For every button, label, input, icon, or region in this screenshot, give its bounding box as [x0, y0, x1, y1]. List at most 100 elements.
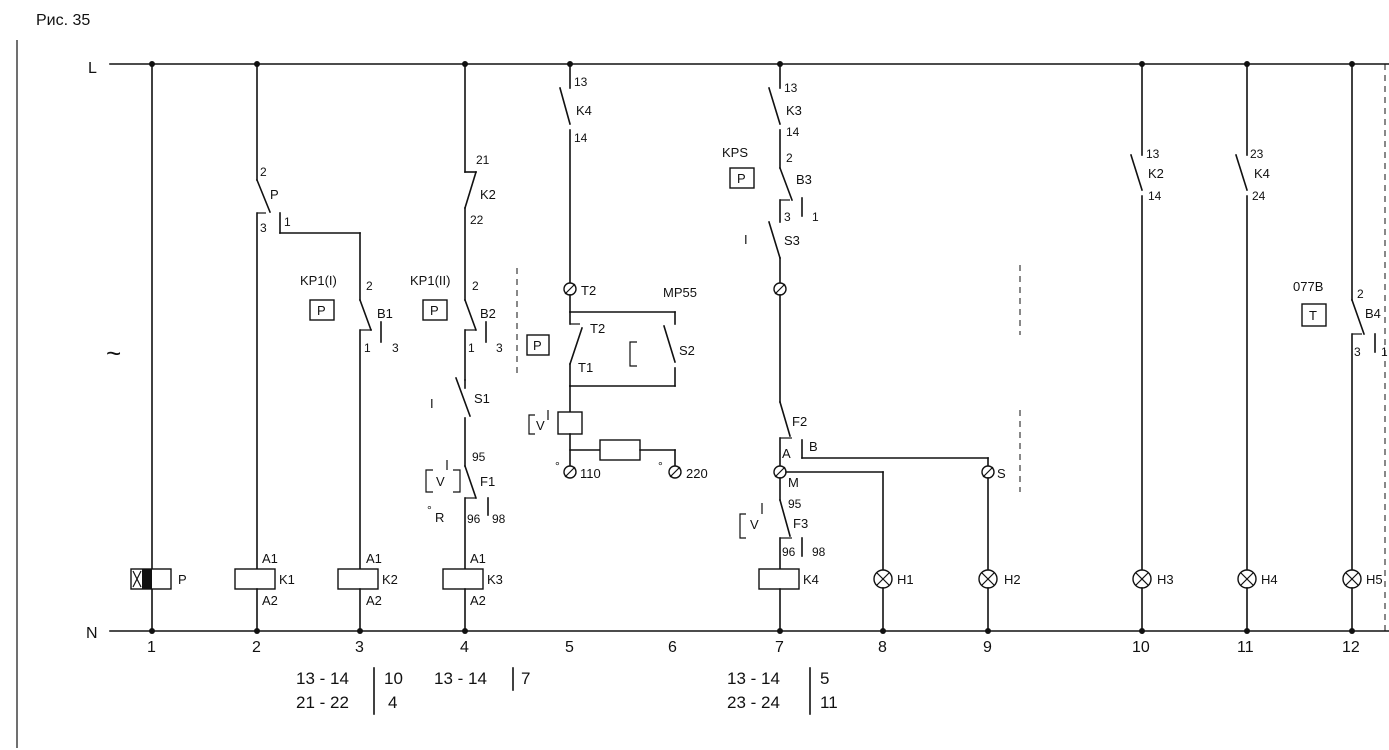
f1-t3: 98 — [492, 512, 506, 526]
mp55-v: V — [536, 418, 545, 433]
kp1-i-pole: B1 — [377, 306, 393, 321]
coil-k1 — [234, 568, 276, 590]
branch-8: H1 — [873, 569, 914, 632]
branch-5: 13 K4 14 T2 MP55 T2 T1 P S2 V ° — [526, 63, 708, 481]
coil-k3 — [442, 568, 484, 590]
contact-table-k1: 13 - 14 10 21 - 22 4 — [296, 667, 403, 715]
branch-2: 2 P 3 1 A1 K1 A2 — [234, 63, 361, 632]
k2-21-t1: 21 — [476, 153, 490, 167]
f2-a: A — [782, 446, 791, 461]
col-num-7: 7 — [775, 639, 784, 656]
col-num-9: 9 — [983, 639, 992, 656]
neutral-bus-label: N — [86, 625, 98, 642]
k4-col11-t2: 24 — [1252, 189, 1266, 203]
mp55-element — [557, 411, 583, 435]
mp55-box-label: P — [533, 338, 542, 353]
col-num-10: 10 — [1132, 639, 1150, 656]
f1-t1: 95 — [472, 450, 486, 464]
mp55-label: MP55 — [663, 285, 697, 300]
lamp-h3-label: H3 — [1157, 572, 1174, 587]
terminal-220-label: 220 — [686, 466, 708, 481]
k4-col11-label: K4 — [1254, 166, 1270, 181]
f1-label: F1 — [480, 474, 495, 489]
mp55-t2: T2 — [590, 321, 605, 336]
coil-k4-label: K4 — [803, 572, 819, 587]
coil-k1-a1: A1 — [262, 551, 278, 566]
col-num-1: 1 — [147, 639, 156, 656]
k4-row1-pins: 13 - 14 — [727, 669, 780, 688]
kp1-ii-box-label: P — [430, 303, 439, 318]
k4-row2-col: 11 — [820, 693, 838, 712]
col-num-8: 8 — [878, 639, 887, 656]
mp55-element-symbol — [528, 414, 535, 435]
ac-symbol: ~ — [106, 338, 121, 368]
svg-text:°: ° — [427, 503, 432, 517]
figure-label: Рис. 35 — [36, 12, 90, 29]
t077b-t1: 2 — [1357, 287, 1364, 301]
branch-3: KP1(I) P 2 B1 1 3 A1 K2 A2 — [300, 232, 399, 632]
coil-k2-a2: A2 — [366, 593, 382, 608]
branch-4: 21 K2 22 KP1(II) P 2 B2 1 3 I S1 95 F1 9… — [410, 63, 518, 632]
k3-col7-t2: 14 — [786, 125, 800, 139]
mp55-s2: S2 — [679, 343, 695, 358]
coil-k1-label: K1 — [279, 572, 295, 587]
coil-k4 — [758, 568, 800, 590]
coil-k3-a1: A1 — [470, 551, 486, 566]
f3-t1: 95 — [788, 497, 802, 511]
kp1-ii-t3: 3 — [496, 341, 503, 355]
coil-k1-a2: A2 — [262, 593, 278, 608]
k2-row1-pins: 13 - 14 — [434, 669, 487, 688]
f2-b: B — [809, 439, 818, 454]
k4-col5-label: K4 — [576, 103, 592, 118]
coil-k2-a1: A1 — [366, 551, 382, 566]
kp1-i-t2: 1 — [364, 341, 371, 355]
branch-12: 077B T 2 B4 3 1 H5 — [1293, 63, 1388, 632]
col-num-4: 4 — [460, 639, 469, 656]
k3-col7-label: K3 — [786, 103, 802, 118]
lamp-h4-label: H4 — [1261, 572, 1278, 587]
s3-act: I — [744, 232, 748, 247]
branch-11: 23 K4 24 H4 — [1234, 63, 1278, 632]
f3-v: V — [750, 517, 759, 532]
kps-label: KPS — [722, 145, 748, 160]
kp1-ii-box — [422, 299, 448, 321]
k4-col11-t1: 23 — [1250, 147, 1264, 161]
kp1-i-t3: 3 — [392, 341, 399, 355]
f2-s: S — [997, 466, 1006, 481]
f1-v: V — [436, 474, 445, 489]
lamp-h5-label: H5 — [1366, 572, 1383, 587]
k1-row2-pins: 21 - 22 — [296, 693, 349, 712]
kps-t2: 3 — [784, 210, 791, 224]
coil-k2-label: K2 — [382, 572, 398, 587]
k2-col10-t2: 14 — [1148, 189, 1162, 203]
k4-row2-pins: 23 - 24 — [727, 693, 780, 712]
col-num-12: 12 — [1342, 639, 1360, 656]
k4-row1-col: 5 — [820, 669, 829, 688]
f3-t2: 96 — [782, 545, 796, 559]
contact-p-t1: 2 — [260, 165, 267, 179]
kps-t1: 2 — [786, 151, 793, 165]
coil-k3-label: K3 — [487, 572, 503, 587]
branch-7: 13 K3 14 KPS P 2 B3 3 1 I S3 F2 A B M — [722, 63, 1021, 632]
svg-text:°: ° — [555, 459, 560, 473]
kp1-ii-t2: 1 — [468, 341, 475, 355]
k1-row1-col: 10 — [384, 669, 403, 688]
f1-t2: 96 — [467, 512, 481, 526]
kp1-ii-t1: 2 — [472, 279, 479, 293]
t077b-label: 077B — [1293, 279, 1323, 294]
col-num-5: 5 — [565, 639, 574, 656]
col-num-2: 2 — [252, 639, 261, 656]
kp1-i-box — [309, 299, 335, 321]
relay-p-label: P — [178, 572, 187, 587]
kps-box-label: P — [737, 171, 746, 186]
kp1-i-box-label: P — [317, 303, 326, 318]
f1-reset: R — [435, 510, 444, 525]
kp1-ii-label: KP1(II) — [410, 273, 450, 288]
k2-21-t2: 22 — [470, 213, 484, 227]
terminal-110-label: 110 — [580, 466, 601, 481]
mp55-box — [526, 334, 550, 356]
lamp-h1-label: H1 — [897, 572, 914, 587]
branch-9: H2 — [978, 569, 1021, 632]
contact-table-k2: 13 - 14 7 — [434, 667, 530, 691]
